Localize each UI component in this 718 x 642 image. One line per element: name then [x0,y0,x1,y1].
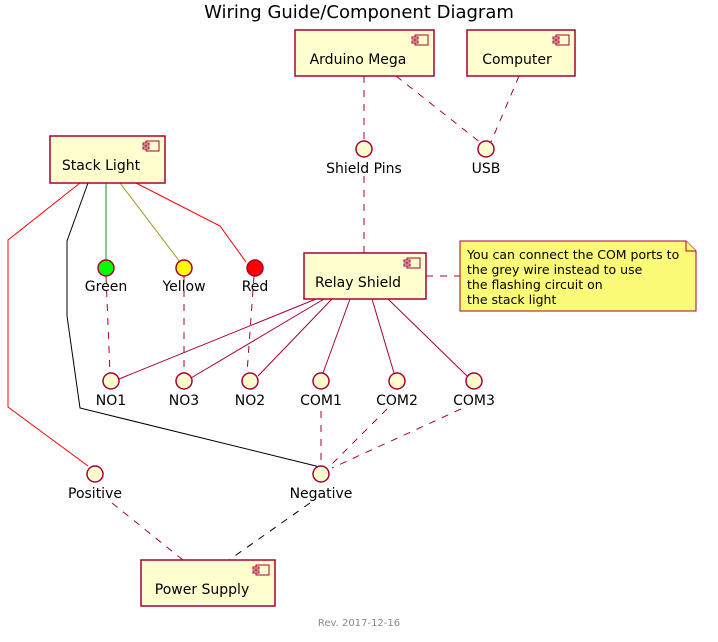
interface-com2: COM2 [376,372,418,409]
note-line-4: the stack light [467,292,556,307]
interface-circle [477,140,495,158]
com2-negative-link [329,408,388,467]
relay-com2-wire [371,298,395,374]
interface-circle [388,372,406,390]
light-yellow: Yellow [161,259,206,295]
com2-label: COM2 [376,393,418,409]
component-stack-light: Stack Light [49,135,166,184]
interface-positive: Positive [68,465,122,502]
interface-circle [175,372,193,390]
interface-circle [312,372,330,390]
relay-no3-wire [190,298,325,379]
arduino-usb-link [395,75,482,144]
note-line-1: You can connect the COM ports to [466,247,679,262]
arduino-mega-label: Arduino Mega [310,52,407,68]
negative-wire [66,182,321,468]
component-icon [552,34,570,46]
light-yellow-indicator [175,259,193,277]
negative-label: Negative [290,486,353,502]
note-line-3: the flashing circuit on [467,277,603,292]
interface-no3: NO3 [169,372,199,409]
stack-light-label: Stack Light [62,158,141,174]
note-line-2: the grey wire instead to use [467,262,643,277]
no1-label: NO1 [96,393,126,409]
com3-label: COM3 [453,393,495,409]
relay-no2-wire [257,298,333,377]
component-icon [403,257,421,269]
com3-negative-link [331,408,462,469]
interface-circle [102,372,120,390]
positive-label: Positive [68,486,122,502]
component-computer: Computer [466,29,576,77]
computer-label: Computer [482,52,552,68]
interface-circle [465,372,483,390]
interface-no2: NO2 [235,372,265,409]
light-red: Red [242,259,269,295]
component-arduino-mega: Arduino Mega [294,29,435,77]
interface-circle [355,140,373,158]
relay-shield-label: Relay Shield [315,275,401,291]
red-no2-link [246,275,255,374]
interface-circle [312,465,330,483]
red-label: Red [242,279,269,295]
interface-com3: COM3 [453,372,495,409]
interface-usb: USB [472,140,501,177]
power-supply-label: Power Supply [155,582,250,598]
green-no1-link [105,275,111,374]
shield-pins-label: Shield Pins [326,161,402,177]
no3-label: NO3 [169,393,199,409]
component-icon [142,140,160,152]
relay-com1-wire [322,298,351,374]
positive-power-link [111,502,184,561]
relay-no1-wire [118,298,317,380]
interface-com1: COM1 [300,372,342,409]
usb-label: USB [472,161,501,177]
com1-label: COM1 [300,393,342,409]
component-relay-shield: Relay Shield [303,252,427,300]
interface-no1: NO1 [96,372,126,409]
no2-label: NO2 [235,393,265,409]
interface-shield-pins: Shield Pins [326,140,402,177]
red-wire [135,182,247,263]
positive-wire [7,182,89,467]
component-icon [252,564,270,576]
light-green-indicator [97,259,115,277]
interface-circle [241,372,259,390]
revision-footer: Rev. 2017-12-16 [318,618,400,629]
relay-com3-wire [387,298,468,377]
light-green: Green [85,259,127,295]
green-label: Green [85,279,127,295]
yellow-wire [119,182,181,263]
interface-circle [86,465,104,483]
component-icon [411,34,429,46]
yellow-label: Yellow [161,279,205,295]
interface-negative: Negative [290,465,353,502]
negative-power-link [228,502,311,561]
diagram-title: Wiring Guide/Component Diagram [204,2,514,23]
note: You can connect the COM ports to the gre… [459,240,697,312]
light-red-indicator [246,259,264,277]
computer-usb-link [490,75,520,143]
component-power-supply: Power Supply [140,559,276,607]
